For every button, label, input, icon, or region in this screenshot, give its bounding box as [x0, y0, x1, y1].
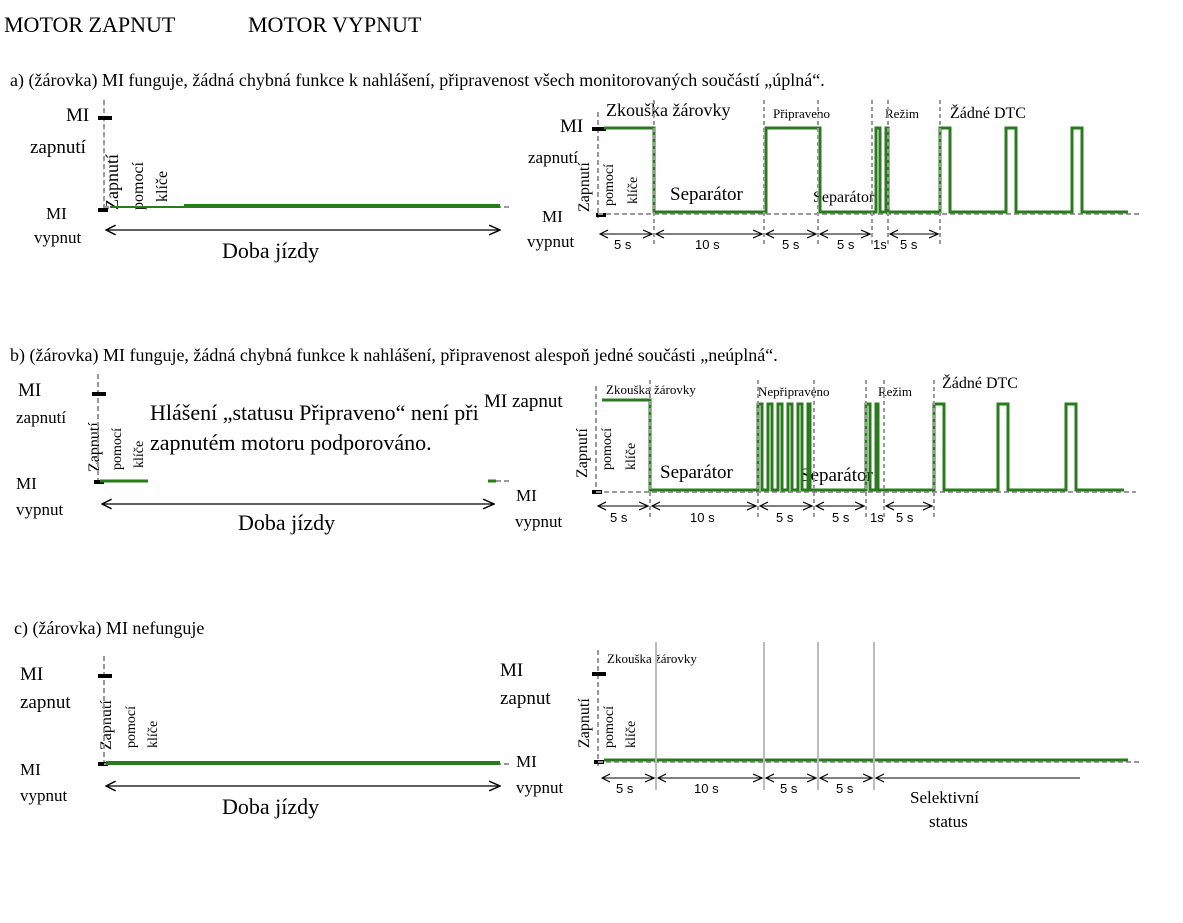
b-right-phase-dtc: Žádné DTC: [942, 375, 1018, 392]
b-right-diagram: [592, 380, 1136, 520]
b-right-mi-off-label: MI: [516, 486, 537, 505]
a-right-mi-on-label: MI: [560, 116, 584, 137]
c-left-mi-on-label: MI: [20, 664, 44, 685]
a-time-2: 10 s: [695, 237, 720, 252]
b-left-note: Hlášení „statusu Připraveno“ není při za…: [150, 400, 479, 455]
b-left-mi-on-label: MI: [18, 380, 42, 401]
a-left-diagram: [98, 100, 512, 230]
caption-c: c) (žárovka) MI nefunguje: [14, 618, 205, 638]
c-time-1: 5 s: [616, 781, 634, 796]
c-time-2: 10 s: [694, 781, 719, 796]
a-right-phase-mode: Režim: [885, 106, 919, 121]
a-time-1: 5 s: [614, 237, 632, 252]
b-left-mi-off-label-2: vypnut: [16, 500, 64, 519]
a-right-phase-bulb: Zkouška žárovky: [606, 100, 731, 120]
a-right-mi-off-label-2: vypnut: [527, 232, 575, 251]
a-time-6: 5 s: [900, 237, 918, 252]
a-time-5: 1s: [873, 237, 887, 252]
c-time-4: 5 s: [836, 781, 854, 796]
a-time-3: 5 s: [782, 237, 800, 252]
b-right-mi-on-label: MI zapnut: [484, 391, 563, 412]
a-left-mi-on-label: MI: [66, 105, 90, 126]
a-left-mi-off-label-2: vypnut: [34, 228, 82, 247]
b-time-4: 5 s: [832, 510, 850, 525]
b-time-6: 5 s: [896, 510, 914, 525]
c-left-drive-time: Doba jízdy: [222, 794, 320, 819]
c-left-diagram: [98, 656, 510, 786]
b-left-drive-time: Doba jízdy: [238, 510, 336, 535]
a-left-mi-on-label-2: zapnutí: [30, 137, 86, 158]
b-right-separator-1: Separátor: [660, 462, 733, 483]
a-right-diagram: [592, 100, 1140, 244]
b-right-phase-mode: Režim: [878, 384, 912, 399]
c-right-mi-on-label: MI: [500, 660, 524, 681]
c-right-diagram: [592, 642, 1140, 790]
a-right-separator-2: Separátor: [813, 189, 875, 206]
c-left-mi-on-label-2: zapnut: [20, 692, 71, 713]
b-left-diagram: [92, 374, 510, 504]
a-right-phase-ready: Připraveno: [773, 106, 831, 121]
c-right-selective-1: Selektivní: [910, 788, 979, 807]
c-left-mi-off-label: MI: [20, 760, 41, 779]
b-right-signal: [602, 398, 1124, 492]
b-right-phase-notready: Nepřipraveno: [758, 384, 830, 399]
b-right-mi-off-label-2: vypnut: [515, 512, 563, 531]
b-left-mi-on-label-2: zapnutí: [16, 408, 67, 427]
a-right-signal: [604, 126, 1128, 214]
b-time-3: 5 s: [776, 510, 794, 525]
a-right-mi-on-label-2: zapnutí: [528, 148, 579, 167]
b-left-mi-off-label: MI: [16, 474, 37, 493]
a-right-separator-1: Separátor: [670, 184, 743, 205]
a-right-mi-off-label: MI: [542, 207, 563, 226]
c-left-mi-off-label-2: vypnut: [20, 786, 68, 805]
c-right-mi-off-label: MI: [516, 752, 537, 771]
motor-off-heading: MOTOR VYPNUT: [248, 12, 422, 37]
c-right-phase-bulb: Zkouška žárovky: [607, 651, 697, 666]
a-left-mi-off-label: MI: [46, 204, 67, 223]
b-time-5: 1s: [870, 510, 884, 525]
motor-on-heading: MOTOR ZAPNUT: [4, 12, 176, 37]
a-left-drive-time: Doba jízdy: [222, 238, 320, 263]
a-left-off-tick: [98, 208, 108, 212]
a-right-phase-dtc: Žádné DTC: [950, 105, 1026, 122]
c-right-mi-on-label-2: zapnut: [500, 688, 551, 709]
c-time-3: 5 s: [780, 781, 798, 796]
caption-b: b) (žárovka) MI funguje, žádná chybná fu…: [10, 345, 778, 365]
c-right-mi-off-label-2: vypnut: [516, 778, 564, 797]
a-time-4: 5 s: [837, 237, 855, 252]
b-time-2: 10 s: [690, 510, 715, 525]
b-time-1: 5 s: [610, 510, 628, 525]
b-right-separator-2: Separátor: [800, 465, 873, 486]
caption-a: a) (žárovka) MI funguje, žádná chybná fu…: [10, 70, 825, 90]
a-left-on-tick: [98, 116, 112, 120]
c-right-selective-2: status: [929, 812, 968, 831]
